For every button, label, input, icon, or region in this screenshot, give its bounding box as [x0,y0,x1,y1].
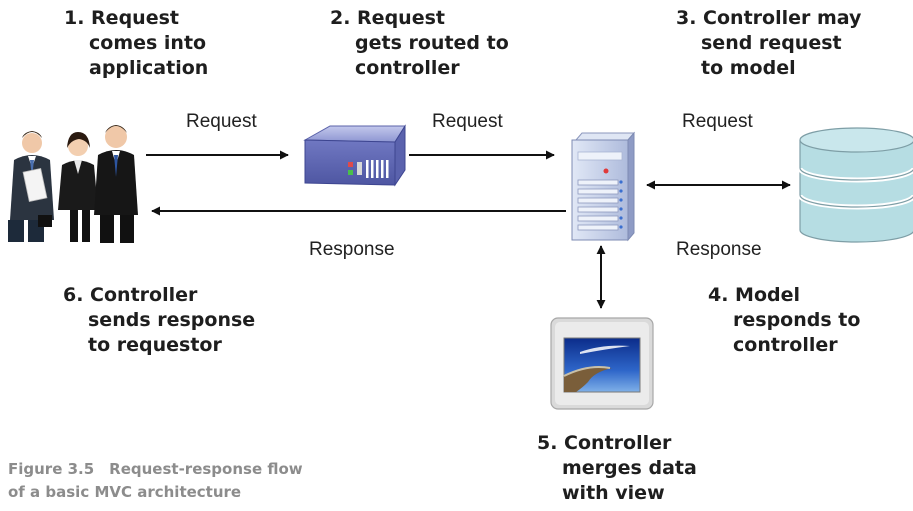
caption-line-1: Figure 3.5 Request-response flow [8,460,303,478]
users-icon [8,125,138,243]
view-monitor-icon [550,317,654,410]
step-4-text: 4. Model responds to controller [708,283,860,358]
step-6-line-3: to requestor [88,334,222,356]
step-1-line-2: comes into [89,32,207,54]
label-request-router-controller: Request [432,111,503,132]
label-response-controller-users: Response [309,239,395,260]
step-1-text: 1. Request comes into application [64,6,208,81]
figure-caption: Figure 3.5 Request-response flow of a ba… [8,458,303,504]
step-4-line-3: controller [733,334,838,356]
step-3-text: 3. Controller may send request to model [676,6,861,81]
step-3-line-3: to model [701,57,796,79]
caption-line-2: of a basic MVC architecture [8,483,242,501]
step-2-line-3: controller [355,57,460,79]
step-1-line-3: application [89,57,209,79]
step-2-text: 2. Request gets routed to controller [330,6,509,81]
step-6-line-1: 6. Controller [63,284,198,306]
step-5-line-1: 5. Controller [537,432,672,454]
step-4-line-2: responds to [733,309,861,331]
step-1-line-1: 1. Request [64,7,179,29]
step-2-line-1: 2. Request [330,7,445,29]
step-5-line-2: merges data [562,457,697,479]
controller-server-icon [571,131,636,242]
step-3-line-2: send request [701,32,842,54]
router-icon [303,124,406,187]
label-request-users-router: Request [186,111,257,132]
step-4-line-1: 4. Model [708,284,801,306]
label-request-controller-model: Request [682,111,753,132]
model-database-icon [797,127,913,243]
step-6-text: 6. Controller sends response to requesto… [63,283,255,358]
label-response-model-controller: Response [676,239,762,260]
step-5-line-3: with view [562,482,665,504]
step-3-line-1: 3. Controller may [676,7,862,29]
step-5-text: 5. Controller merges data with view [537,431,697,506]
step-6-line-2: sends response [88,309,256,331]
step-2-line-2: gets routed to [355,32,509,54]
